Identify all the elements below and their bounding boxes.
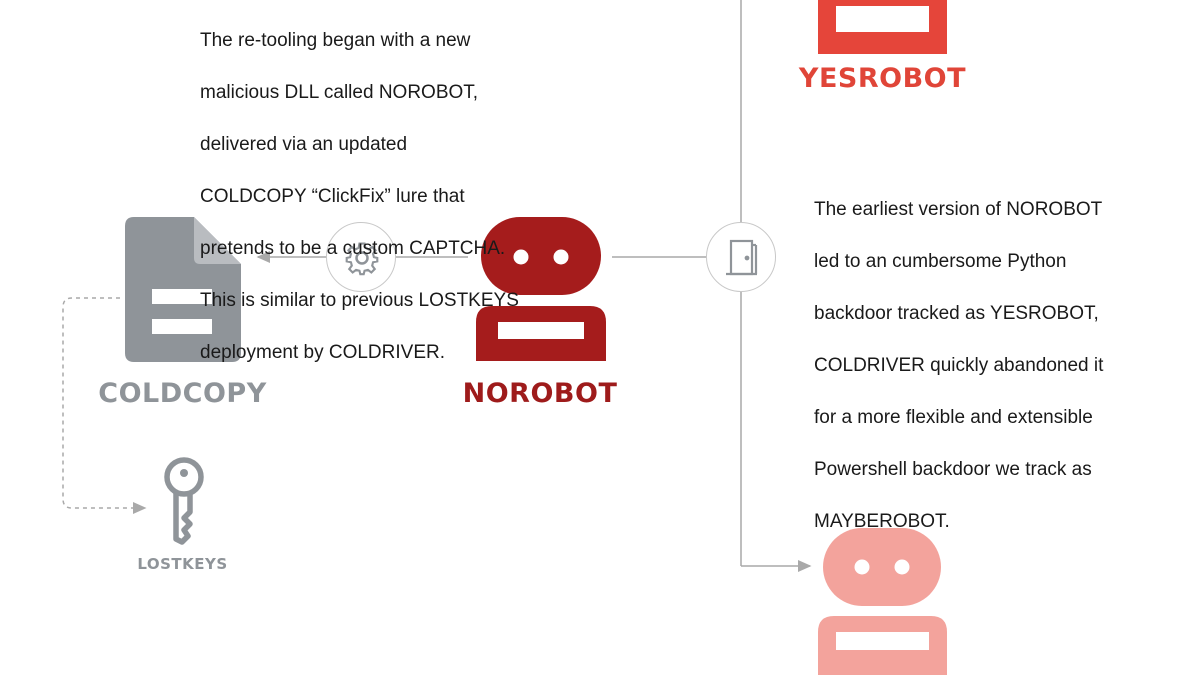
yesrobot-label: YESROBOT: [798, 63, 967, 94]
intro-line: This is similar to previous LOSTKEYS: [200, 290, 519, 311]
door-icon: [726, 239, 758, 276]
gear-icon: [345, 242, 379, 276]
dashed-coldcopy-to-lostkeys: [62, 297, 147, 514]
robot-icon: [818, 0, 947, 54]
side-line: COLDRIVER quickly abandoned it: [814, 355, 1104, 376]
robot-icon: [818, 528, 947, 675]
gear-connector: [326, 222, 396, 292]
norobot-label: NOROBOT: [462, 378, 618, 409]
coldcopy-label: COLDCOPY: [98, 378, 267, 409]
robot-icon: [476, 217, 606, 361]
intro-line: delivered via an updated: [200, 134, 408, 155]
side-line: led to an cumbersome Python: [814, 251, 1067, 272]
door-connector: [706, 222, 776, 292]
side-line: Powershell backdoor we track as: [814, 459, 1092, 480]
intro-line: COLDCOPY “ClickFix” lure that: [200, 186, 465, 207]
intro-line: deployment by COLDRIVER.: [200, 342, 445, 363]
intro-text: The re-tooling began with a new maliciou…: [200, 2, 560, 392]
side-line: backdoor tracked as YESROBOT,: [814, 303, 1099, 324]
lostkeys-label: LOSTKEYS: [137, 555, 228, 573]
document-icon: [125, 217, 241, 362]
side-line: MAYBEROBOT.: [814, 511, 950, 532]
side-line: for a more flexible and extensible: [814, 407, 1093, 428]
intro-line: The re-tooling began with a new: [200, 30, 471, 51]
intro-line: malicious DLL called NOROBOT,: [200, 82, 479, 103]
side-text: The earliest version of NOROBOT led to a…: [814, 171, 1174, 561]
side-line: The earliest version of NOROBOT: [814, 199, 1103, 220]
intro-line: pretends to be a custom CAPTCHA.: [200, 238, 506, 259]
key-icon: [164, 457, 204, 545]
